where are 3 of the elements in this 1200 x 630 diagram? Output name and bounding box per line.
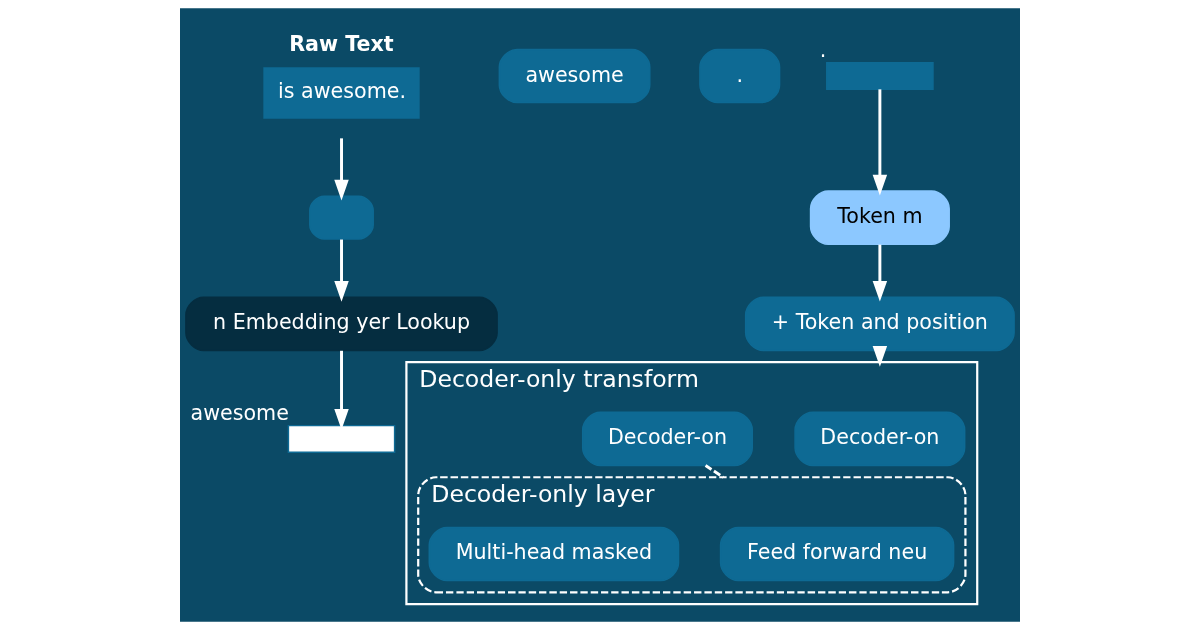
node-label: awesome [190,401,289,426]
node-label: . [819,38,827,63]
node-label: Raw Text [289,32,394,57]
